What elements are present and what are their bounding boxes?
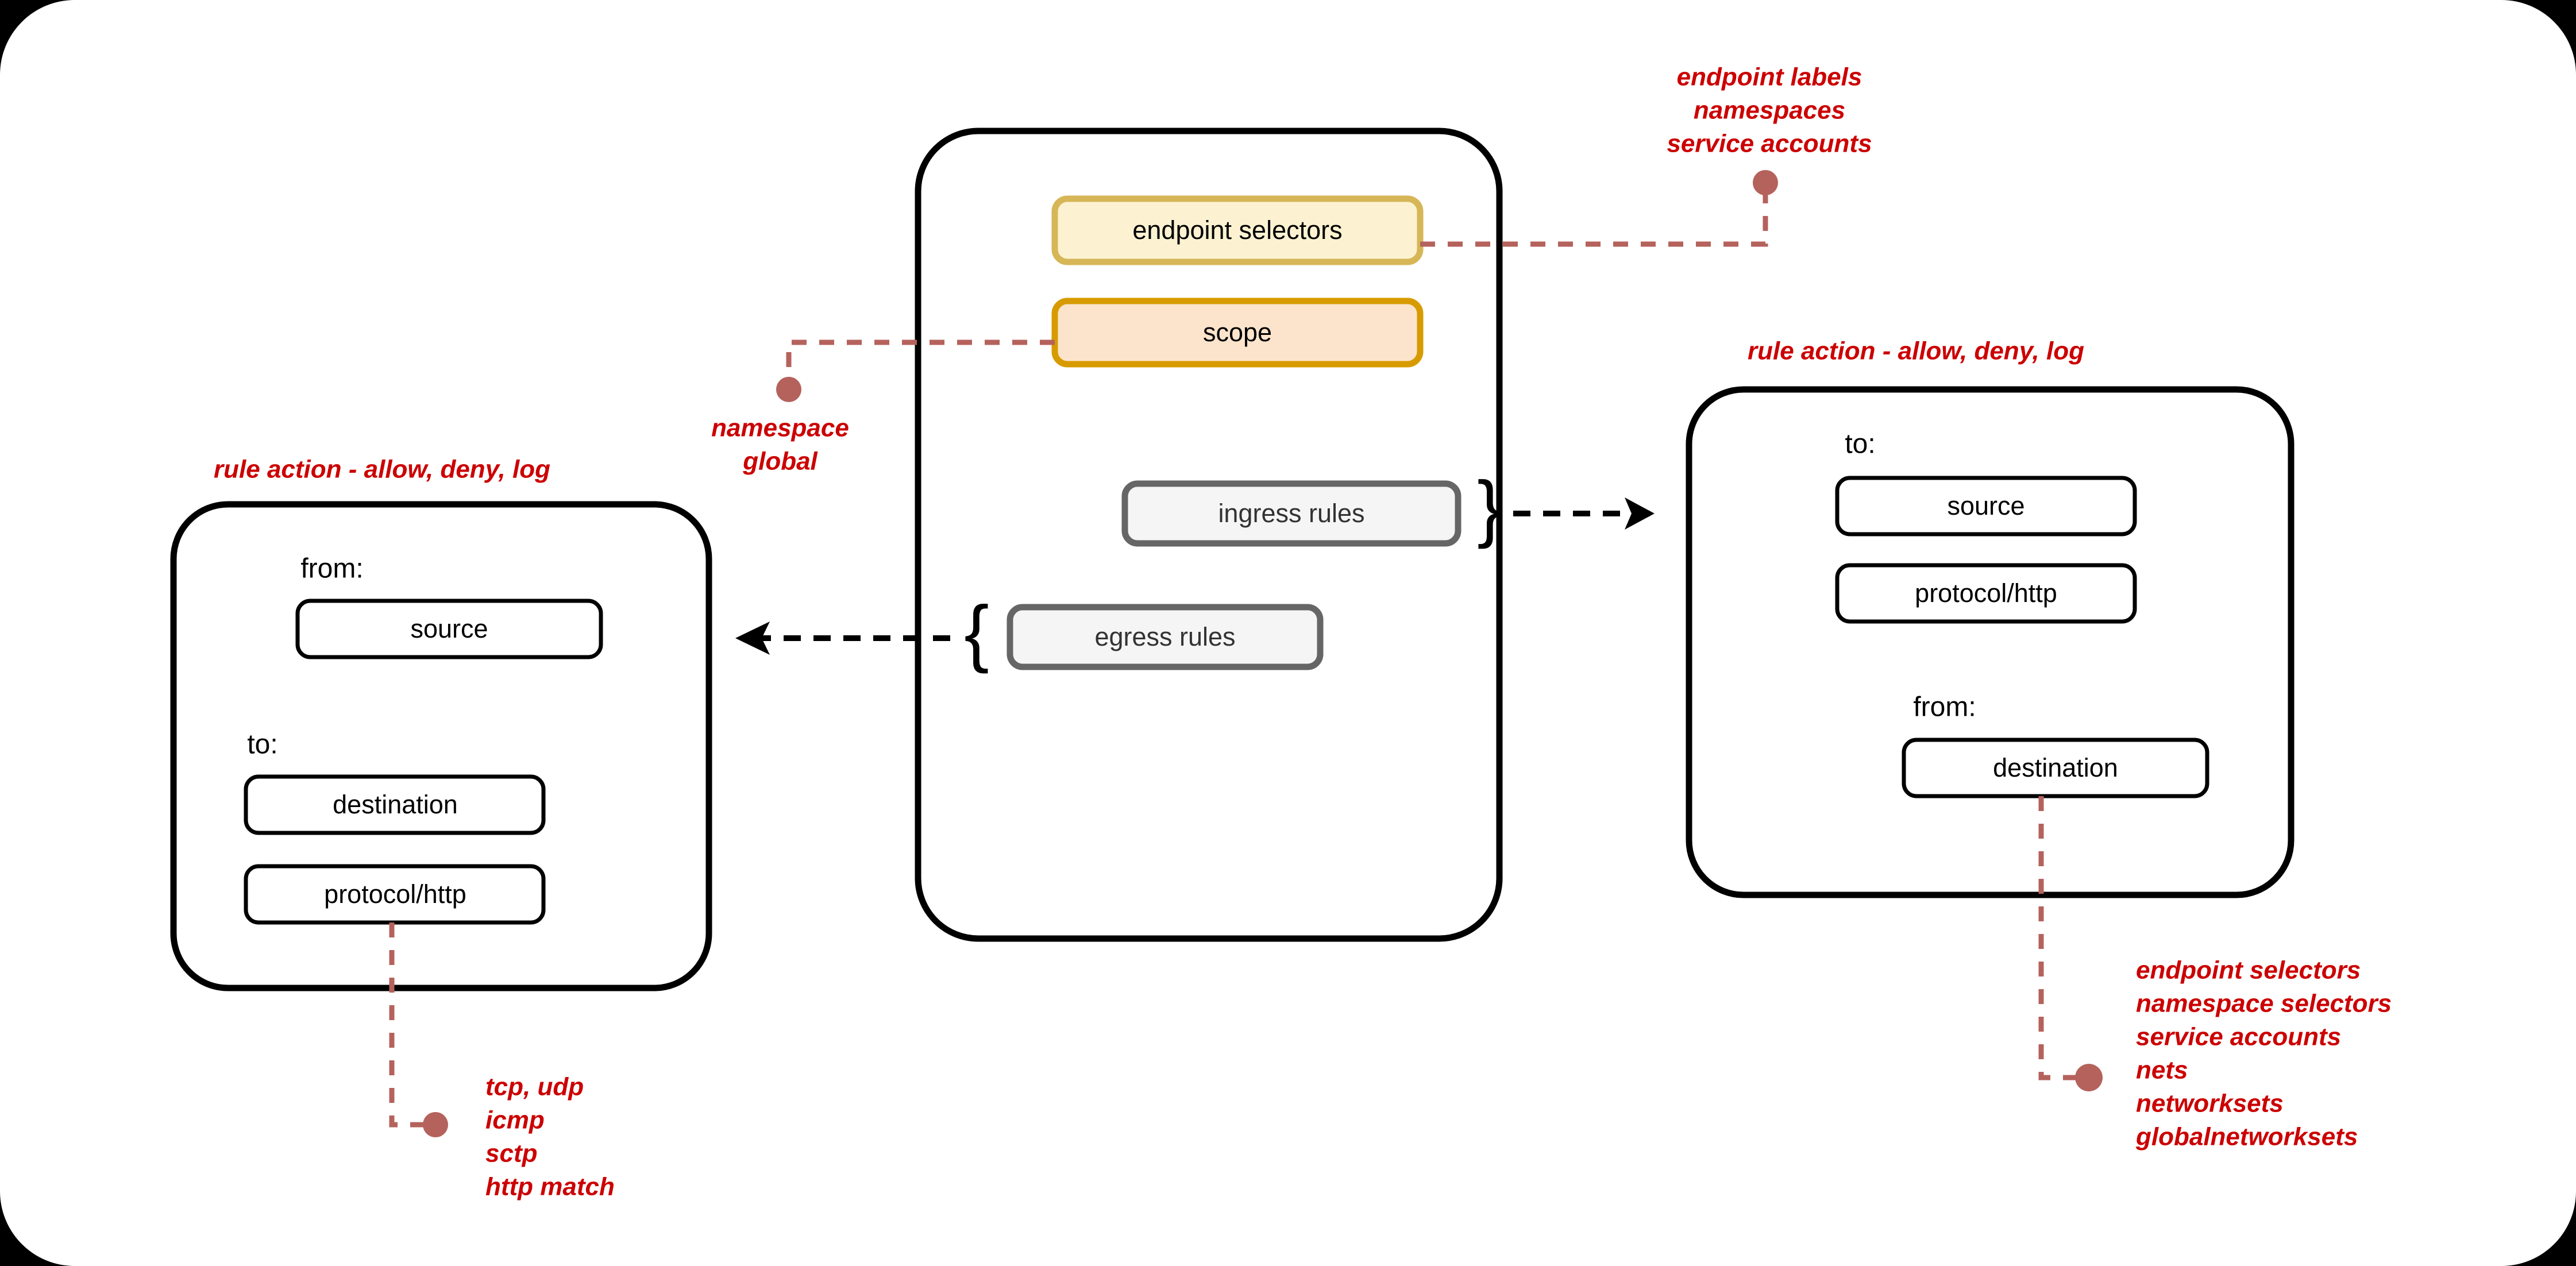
egress-destination-label: destination (333, 790, 458, 819)
egress-destination-rect (244, 774, 546, 835)
egress-protocol-rect (244, 864, 546, 925)
endpoint-note-line-1: endpoint labels (1677, 63, 1862, 91)
endpoint-selectors-rect (1051, 195, 1424, 265)
destination-note-line-5: networksets (2136, 1090, 2284, 1118)
egress-rules-label: egress rules (1094, 622, 1235, 651)
endpoint-selectors-annotation: endpoint labels namespaces service accou… (1667, 63, 1872, 158)
protocol-note-line-3: sctp (485, 1140, 537, 1168)
protocol-annotation-connector (389, 923, 448, 1137)
ingress-protocol-label: protocol/http (1915, 578, 2057, 608)
egress-destination-box[interactable]: destination (244, 774, 546, 835)
ingress-rules-label: ingress rules (1218, 499, 1364, 528)
egress-to-header: to: (247, 730, 277, 760)
destination-note-line-3: service accounts (2136, 1023, 2341, 1051)
ingress-to-header: to: (1845, 429, 1875, 460)
endpoint-selectors-annotation-connector (1420, 170, 1778, 247)
ingress-protocol-box[interactable]: protocol/http (1835, 563, 2137, 624)
ingress-rules-rect (1121, 480, 1461, 547)
policy-panel[interactable]: endpoint selectors scope ingress rules e… (915, 128, 1503, 942)
ingress-arrow (1513, 497, 1655, 530)
scope-label: scope (1203, 318, 1272, 347)
egress-protocol-label: protocol/http (324, 879, 466, 909)
egress-protocol-box[interactable]: protocol/http (244, 864, 546, 925)
scope-note-line-2: global (742, 447, 817, 476)
scope-note-line-1: namespace (711, 414, 849, 442)
egress-arrow (735, 622, 950, 655)
egress-source-rect (295, 599, 603, 659)
scope-annotation-connector (776, 339, 1055, 402)
destination-note-line-2: namespace selectors (2136, 990, 2392, 1018)
egress-detail-panel[interactable]: rule action - allow, deny, log from: sou… (170, 456, 712, 991)
ingress-destination-rect (1902, 738, 2209, 798)
endpoint-note-line-3: service accounts (1667, 130, 1872, 158)
protocol-annotation: tcp, udp icmp sctp http match (485, 1073, 615, 1201)
destination-note-line-4: nets (2136, 1056, 2188, 1084)
egress-rules-rect (1007, 604, 1324, 670)
ingress-panel-outline (1686, 386, 2295, 898)
ingress-from-header: from: (1913, 692, 1976, 723)
egress-rules-box[interactable]: egress rules (1007, 604, 1324, 670)
ingress-source-rect (1835, 476, 2137, 536)
destination-note-line-1: endpoint selectors (2136, 956, 2361, 985)
scope-annotation: namespace global (711, 414, 849, 476)
protocol-note-line-2: icmp (485, 1106, 545, 1134)
endpoint-selectors-label: endpoint selectors (1132, 215, 1342, 245)
endpoint-note-line-2: namespaces (1694, 97, 1845, 125)
ingress-source-label: source (1947, 491, 2024, 520)
destination-annotation: endpoint selectors namespace selectors s… (2135, 956, 2392, 1151)
ingress-source-box[interactable]: source (1835, 476, 2137, 536)
destination-connector-dot (2075, 1064, 2103, 1091)
egress-source-box[interactable]: source (295, 599, 603, 659)
ingress-destination-label: destination (1993, 753, 2118, 782)
ingress-detail-panel[interactable]: rule action - allow, deny, log to: sourc… (1686, 337, 2295, 898)
destination-annotation-connector (2038, 796, 2103, 1091)
scope-connector-dot (776, 377, 801, 402)
egress-brace: { (964, 590, 989, 674)
scope-rect (1051, 298, 1424, 368)
protocol-note-line-4: http match (485, 1173, 615, 1201)
protocol-note-line-1: tcp, udp (485, 1073, 584, 1101)
egress-from-header: from: (300, 554, 363, 584)
egress-source-label: source (410, 614, 488, 643)
scope-box[interactable]: scope (1051, 298, 1424, 368)
ingress-protocol-rect (1835, 563, 2137, 624)
ingress-destination-box[interactable]: destination (1902, 738, 2209, 798)
ingress-rules-box[interactable]: ingress rules (1121, 480, 1461, 547)
endpoint-selectors-box[interactable]: endpoint selectors (1051, 195, 1424, 265)
ingress-rule-action-note: rule action - allow, deny, log (1748, 337, 2084, 365)
egress-rule-action-note: rule action - allow, deny, log (214, 456, 550, 484)
endpoint-selectors-connector-dot (1753, 170, 1778, 195)
destination-note-line-6: globalnetworksets (2135, 1123, 2358, 1151)
ingress-brace: } (1477, 465, 1502, 549)
protocol-connector-dot (423, 1112, 448, 1137)
